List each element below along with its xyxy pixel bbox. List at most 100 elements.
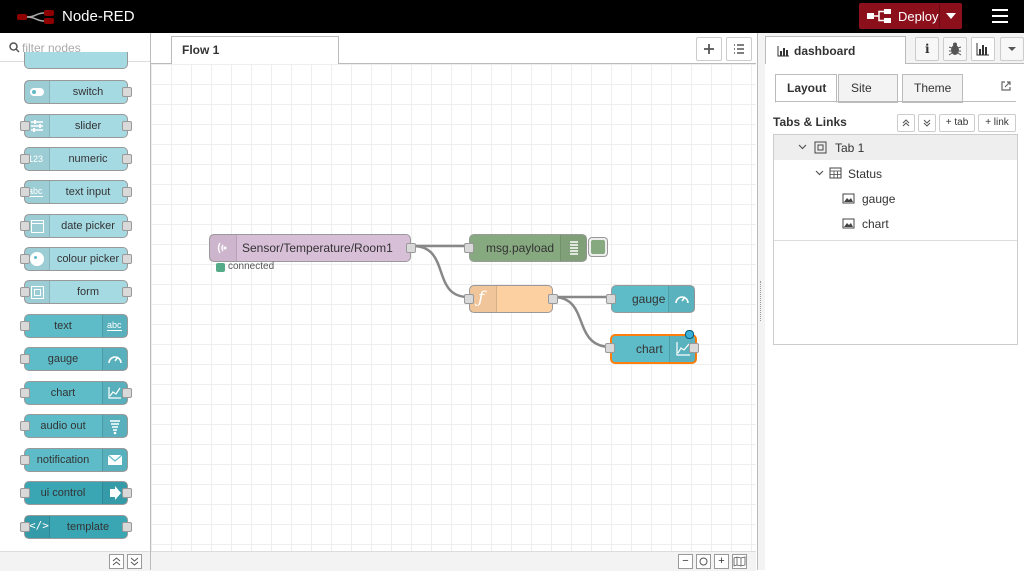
gauge-node[interactable]: gauge bbox=[606, 285, 695, 313]
zoom-reset-button[interactable] bbox=[696, 554, 711, 569]
tree-row-tab[interactable]: Tab 1 bbox=[774, 135, 1017, 160]
palette-node-notification[interactable]: notification bbox=[20, 448, 128, 472]
abc-icon: abc bbox=[102, 315, 127, 337]
123-icon: 123 bbox=[25, 148, 50, 170]
tab-icon bbox=[814, 141, 827, 154]
palette-node-switch[interactable]: switch bbox=[24, 80, 132, 104]
palette-footer bbox=[0, 551, 150, 571]
wire-mqtt-function bbox=[412, 244, 469, 299]
info-icon: i bbox=[925, 42, 930, 56]
node-palette: filter nodes switch slider 123 numeric a… bbox=[0, 33, 151, 571]
tab-flow-1[interactable]: Flow 1 bbox=[171, 36, 339, 64]
deploy-dropdown-toggle[interactable] bbox=[939, 4, 962, 28]
add-flow-button[interactable] bbox=[696, 37, 722, 61]
open-dashboard-button[interactable] bbox=[999, 79, 1013, 93]
node-red-logo-icon bbox=[17, 10, 54, 24]
palette-node-clipped[interactable] bbox=[24, 52, 128, 69]
chart-node[interactable]: chart bbox=[605, 334, 699, 364]
zoom-in-button[interactable]: + bbox=[714, 554, 729, 569]
deploy-label: Deploy bbox=[898, 9, 939, 24]
mqtt-in-node[interactable]: Sensor/Temperature/Room1 bbox=[209, 234, 416, 262]
chart-input-port[interactable] bbox=[605, 343, 615, 353]
sidebar-tab-dashboard[interactable]: dashboard bbox=[765, 36, 906, 64]
chevron-up-icon bbox=[902, 119, 910, 127]
subtab-theme[interactable]: Theme bbox=[902, 74, 963, 103]
expand-all-button[interactable] bbox=[127, 554, 142, 569]
sidebar-tab-dashboard-label: dashboard bbox=[794, 44, 856, 58]
tree-row-group[interactable]: Status bbox=[774, 161, 1017, 186]
debug-input-port[interactable] bbox=[464, 243, 474, 253]
deploy-flow-icon bbox=[867, 9, 891, 23]
chevron-down-icon[interactable] bbox=[798, 144, 807, 150]
tree-row-widget-chart[interactable]: chart bbox=[774, 211, 1017, 236]
search-icon bbox=[9, 42, 20, 53]
palette-icon bbox=[25, 248, 50, 270]
flow-canvas[interactable]: Sensor/Temperature/Room1 connected msg.p… bbox=[151, 64, 756, 551]
abc-icon: abc bbox=[25, 181, 50, 203]
list-icon bbox=[734, 44, 744, 54]
chart-output-port[interactable] bbox=[689, 343, 699, 353]
palette-node-form[interactable]: form bbox=[20, 280, 132, 304]
mqtt-output-port[interactable] bbox=[406, 243, 416, 253]
navigator-button[interactable] bbox=[732, 554, 747, 569]
tree-row-widget-gauge[interactable]: gauge bbox=[774, 186, 1017, 211]
image-icon bbox=[842, 193, 855, 204]
mqtt-status-text: connected bbox=[228, 261, 275, 272]
add-tab-button[interactable]: + tab bbox=[939, 114, 975, 132]
chevron-down-icon[interactable] bbox=[815, 170, 824, 176]
palette-node-chart[interactable]: chart bbox=[20, 381, 132, 405]
palette-node-numeric[interactable]: 123 numeric bbox=[20, 147, 132, 171]
debug-node[interactable]: msg.payload bbox=[464, 234, 587, 262]
app-title: Node-RED bbox=[62, 8, 135, 25]
gauge-input-port[interactable] bbox=[606, 294, 616, 304]
wire-function-chart bbox=[552, 295, 612, 349]
arrow-icon bbox=[102, 482, 127, 504]
palette-node-audio-out[interactable]: audio out bbox=[20, 414, 128, 438]
circle-icon bbox=[699, 557, 708, 566]
table-icon bbox=[829, 167, 842, 179]
collapse-tree-button[interactable] bbox=[897, 114, 915, 132]
sidebar-tabbar: dashboard i bbox=[765, 33, 1024, 64]
tree-tab-label: Tab 1 bbox=[835, 141, 865, 155]
palette-node-date-picker[interactable]: date picker bbox=[20, 214, 132, 238]
function-node[interactable]: ƒ bbox=[464, 285, 558, 313]
tree-widget-chart-label: chart bbox=[862, 217, 889, 231]
collapse-all-button[interactable] bbox=[109, 554, 124, 569]
info-tab-button[interactable]: i bbox=[915, 37, 939, 61]
palette-node-slider[interactable]: slider bbox=[20, 114, 132, 138]
bar-chart-icon bbox=[976, 43, 989, 56]
add-link-button[interactable]: + link bbox=[978, 114, 1016, 132]
debug-tab-button[interactable] bbox=[943, 37, 967, 61]
palette-node-text[interactable]: text abc bbox=[20, 314, 128, 338]
image-icon bbox=[842, 218, 855, 229]
expand-tree-button[interactable] bbox=[918, 114, 936, 132]
palette-node-gauge[interactable]: gauge bbox=[20, 347, 128, 371]
zoom-out-button[interactable]: − bbox=[678, 554, 693, 569]
sliders-icon bbox=[25, 115, 50, 137]
subtab-layout[interactable]: Layout bbox=[775, 74, 837, 103]
subtab-site[interactable]: Site bbox=[838, 74, 898, 103]
workspace-tabbar: Flow 1 bbox=[151, 33, 756, 64]
sidebar-menu-button[interactable] bbox=[1000, 37, 1024, 61]
caret-down-icon bbox=[1008, 47, 1016, 51]
palette-node-template[interactable]: </> template bbox=[20, 515, 132, 539]
chevron-down-icon bbox=[923, 119, 931, 127]
debug-toggle-button[interactable] bbox=[588, 237, 608, 257]
palette-node-ui-control[interactable]: ui control bbox=[20, 481, 132, 505]
function-output-port[interactable] bbox=[548, 294, 558, 304]
sidebar: dashboard i Layout Site Theme Tabs & Lin… bbox=[765, 33, 1024, 570]
status-dot bbox=[216, 263, 225, 272]
palette-node-text-input[interactable]: abc text input bbox=[20, 180, 132, 204]
bug-icon bbox=[948, 42, 962, 56]
deploy-button[interactable]: Deploy bbox=[859, 3, 962, 29]
hamburger-icon bbox=[992, 9, 1008, 11]
main-menu-button[interactable] bbox=[988, 6, 1012, 26]
tree-widget-gauge-label: gauge bbox=[862, 192, 896, 206]
list-flows-button[interactable] bbox=[726, 37, 752, 61]
debug-node-label: msg.payload bbox=[486, 241, 555, 255]
dashboard-tab-button[interactable] bbox=[971, 37, 995, 61]
code-icon: </> bbox=[25, 516, 50, 538]
palette-node-colour-picker[interactable]: colour picker bbox=[20, 247, 132, 271]
function-icon: ƒ bbox=[470, 286, 497, 312]
function-input-port[interactable] bbox=[464, 294, 474, 304]
